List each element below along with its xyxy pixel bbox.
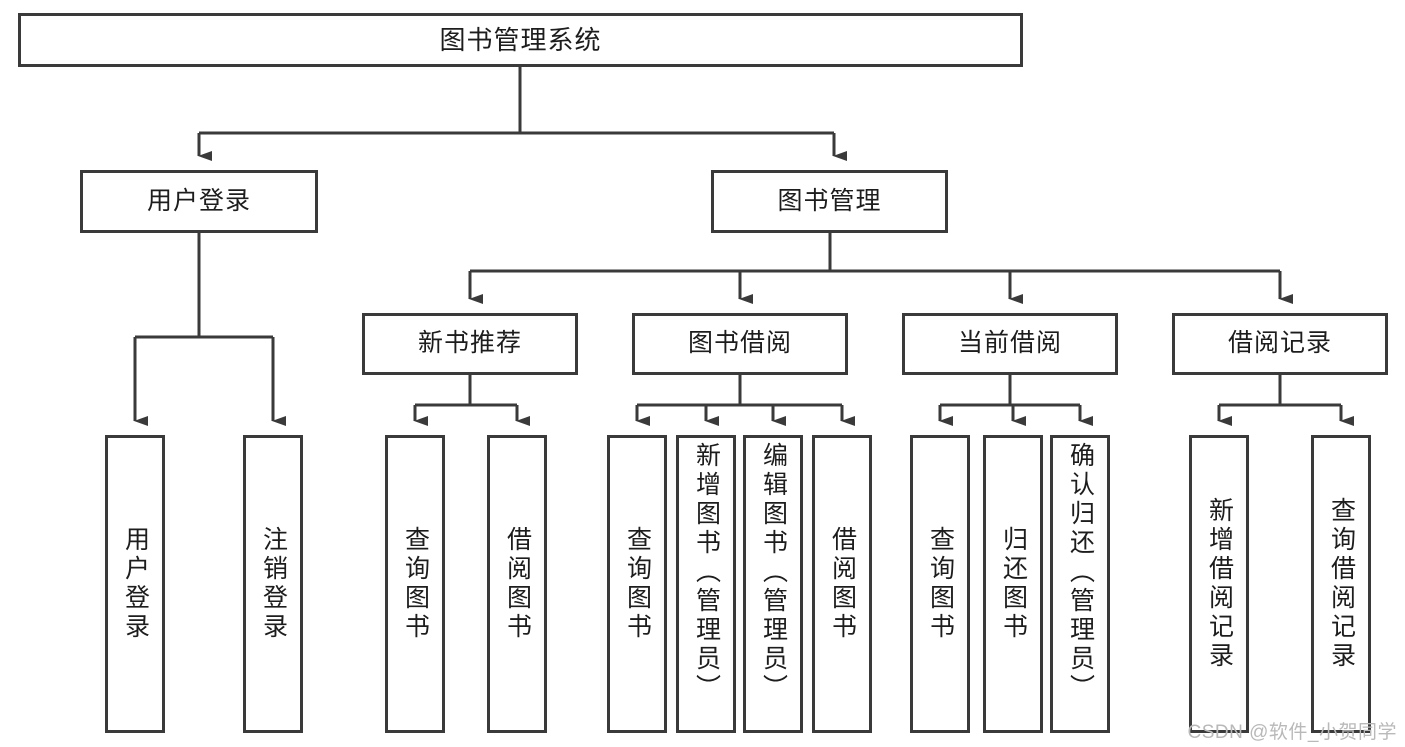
node-root[interactable]: 图书管理系统 bbox=[18, 13, 1023, 67]
node-new-book-recommend-label: 新书推荐 bbox=[417, 329, 522, 358]
node-book-management-label: 图书管理 bbox=[777, 186, 882, 215]
node-leaf-add-book-admin[interactable]: 新增图书（管理员） bbox=[676, 435, 736, 733]
node-borrow-record-label: 借阅记录 bbox=[1227, 329, 1332, 358]
node-current-borrow[interactable]: 当前借阅 bbox=[902, 313, 1118, 375]
node-leaf-edit-book-admin-label: 编辑图书（管理员） bbox=[759, 442, 788, 703]
node-leaf-borrow-book-1-label: 借阅图书 bbox=[503, 526, 532, 642]
node-leaf-query-book-2-label: 查询图书 bbox=[623, 526, 652, 642]
node-borrow-record[interactable]: 借阅记录 bbox=[1172, 313, 1388, 375]
node-leaf-edit-book-admin[interactable]: 编辑图书（管理员） bbox=[743, 435, 803, 733]
node-current-borrow-label: 当前借阅 bbox=[957, 329, 1062, 358]
node-book-management[interactable]: 图书管理 bbox=[711, 170, 948, 233]
node-new-book-recommend[interactable]: 新书推荐 bbox=[362, 313, 578, 375]
node-book-borrow[interactable]: 图书借阅 bbox=[632, 313, 848, 375]
node-leaf-query-book-2[interactable]: 查询图书 bbox=[607, 435, 667, 733]
node-leaf-query-book-3[interactable]: 查询图书 bbox=[910, 435, 970, 733]
node-leaf-return-book-label: 归还图书 bbox=[999, 526, 1028, 642]
node-leaf-query-book-1[interactable]: 查询图书 bbox=[385, 435, 445, 733]
node-leaf-borrow-book-2-label: 借阅图书 bbox=[828, 526, 857, 642]
node-user-login-label: 用户登录 bbox=[146, 186, 251, 215]
node-leaf-borrow-book-1[interactable]: 借阅图书 bbox=[487, 435, 547, 733]
node-leaf-logout-login-label: 注销登录 bbox=[259, 526, 288, 642]
node-user-login[interactable]: 用户登录 bbox=[80, 170, 318, 233]
node-leaf-confirm-return[interactable]: 确认归还（管理员） bbox=[1050, 435, 1110, 733]
node-leaf-add-book-admin-label: 新增图书（管理员） bbox=[692, 442, 721, 703]
node-leaf-user-login-label: 用户登录 bbox=[121, 526, 150, 642]
node-leaf-query-book-1-label: 查询图书 bbox=[401, 526, 430, 642]
node-leaf-query-borrow-record-label: 查询借阅记录 bbox=[1327, 497, 1356, 671]
node-leaf-logout-login[interactable]: 注销登录 bbox=[243, 435, 303, 733]
node-leaf-confirm-return-label: 确认归还（管理员） bbox=[1066, 442, 1095, 703]
node-leaf-query-book-3-label: 查询图书 bbox=[926, 526, 955, 642]
node-leaf-add-borrow-record[interactable]: 新增借阅记录 bbox=[1189, 435, 1249, 733]
node-book-borrow-label: 图书借阅 bbox=[687, 329, 792, 358]
node-leaf-query-borrow-record[interactable]: 查询借阅记录 bbox=[1311, 435, 1371, 733]
node-root-label: 图书管理系统 bbox=[439, 24, 602, 55]
node-leaf-user-login[interactable]: 用户登录 bbox=[105, 435, 165, 733]
node-leaf-borrow-book-2[interactable]: 借阅图书 bbox=[812, 435, 872, 733]
node-leaf-return-book[interactable]: 归还图书 bbox=[983, 435, 1043, 733]
node-leaf-add-borrow-record-label: 新增借阅记录 bbox=[1205, 497, 1234, 671]
